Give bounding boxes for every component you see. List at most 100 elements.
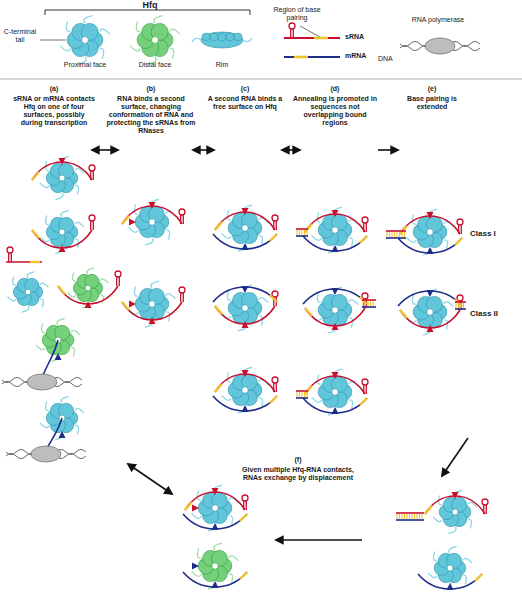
c-terminal-tail	[57, 319, 65, 325]
c-terminal-tail	[68, 293, 76, 297]
binding-marker	[129, 301, 136, 308]
hfq-pore	[212, 563, 218, 569]
base-pairing-region	[360, 398, 367, 405]
mrna-strand	[455, 308, 466, 310]
rna-stem	[459, 225, 462, 234]
base-pair	[296, 392, 297, 397]
c-terminal-tail	[192, 571, 202, 576]
binding-marker	[149, 202, 156, 209]
hfq-pore	[212, 505, 218, 511]
base-pair	[463, 303, 464, 308]
molecule-layer	[2, 16, 488, 590]
base-pairing-region	[240, 514, 247, 521]
base-pairing-region	[122, 216, 129, 224]
c-terminal-tail	[192, 38, 252, 42]
base-pairing-region	[215, 222, 222, 230]
base-pairing-region	[122, 302, 129, 310]
c-terminal-tail	[40, 423, 49, 428]
c-terminal-tail	[154, 16, 163, 23]
c-terminal-tail	[214, 543, 222, 550]
base-pair	[386, 232, 387, 237]
c-terminal-tail	[136, 21, 140, 31]
binding-marker	[332, 210, 339, 217]
hfq-pore	[85, 285, 91, 291]
step-letter: (a)	[12, 85, 96, 93]
base-pairing-region	[305, 308, 312, 316]
c-terminal-tail	[259, 398, 263, 408]
base-pairing-region	[360, 236, 367, 243]
hfq-pore	[242, 387, 248, 393]
binding-marker	[55, 353, 62, 360]
base-pair	[455, 303, 456, 308]
rna-loop	[272, 291, 278, 297]
srna-strand	[455, 301, 466, 303]
c-terminal-tail	[46, 215, 49, 224]
srna-strand	[296, 390, 308, 392]
rna-loop	[362, 217, 368, 223]
c-terminal-tail	[87, 268, 94, 274]
base-pairing-region	[215, 384, 222, 392]
mrna-strand	[303, 289, 367, 304]
c-terminal-tail	[229, 556, 239, 561]
base-pairing-region	[475, 574, 482, 581]
hfq-pore	[25, 289, 31, 295]
c-terminal-tail	[73, 273, 76, 282]
srna-legend-line	[284, 37, 340, 39]
step-arrow	[282, 149, 300, 151]
base-pair	[365, 301, 366, 306]
rna-polymerase	[27, 374, 57, 390]
base-pair	[458, 303, 459, 308]
binding-marker	[332, 288, 339, 295]
mrna-strand	[183, 514, 247, 529]
rna-stem	[91, 221, 94, 230]
c-terminal-tail	[434, 551, 437, 560]
hfq-pore	[152, 37, 159, 44]
hfq-pore	[447, 565, 453, 571]
rna-stem	[274, 383, 277, 392]
binding-marker	[332, 245, 339, 252]
hfq-pore	[242, 305, 248, 311]
binding-marker	[427, 212, 434, 219]
c-terminal-tail	[130, 46, 140, 51]
c-terminal-tail	[75, 408, 84, 413]
rna-stem	[484, 505, 487, 514]
base-pair	[306, 230, 307, 235]
c-terminal-tail	[13, 277, 16, 286]
rna-loop	[457, 295, 463, 301]
c-terminal-tail	[71, 347, 74, 356]
mrna-strand	[303, 398, 367, 413]
c-terminal-tail	[170, 48, 174, 58]
base-pair	[416, 514, 417, 519]
binding-marker	[242, 243, 249, 250]
base-pairing-region	[305, 386, 312, 394]
c-terminal-tail	[8, 297, 16, 301]
hfq-subunit	[202, 33, 210, 41]
rna-stem	[364, 223, 367, 232]
binding-marker	[192, 505, 199, 512]
c-terminal-tail	[229, 516, 233, 526]
c-terminal-tail	[100, 29, 110, 34]
c-terminal-tail	[229, 574, 233, 584]
base-pairing-region	[270, 396, 277, 403]
rna-polymerase	[31, 446, 61, 462]
hfq-pore	[332, 227, 338, 233]
step-arrow	[276, 539, 362, 541]
rna-loop	[7, 247, 13, 253]
c-terminal-tail	[412, 294, 416, 304]
base-pair	[301, 392, 302, 397]
c-terminal-tail	[192, 513, 202, 518]
mrna-strand	[46, 418, 62, 450]
base-pair	[399, 514, 400, 519]
c-terminal-tail	[75, 222, 84, 227]
legend-label: DNA	[378, 55, 408, 63]
c-terminal-tail	[36, 345, 45, 350]
base-pair	[362, 301, 363, 306]
binding-marker	[332, 372, 339, 379]
class-label: Class I	[470, 229, 522, 238]
mrna-strand	[296, 397, 308, 399]
mrna-strand	[213, 287, 277, 302]
base-pairing-region	[32, 172, 39, 180]
c-terminal-tail	[428, 573, 437, 578]
c-terminal-tail	[61, 211, 69, 217]
rna-stem	[9, 253, 12, 262]
